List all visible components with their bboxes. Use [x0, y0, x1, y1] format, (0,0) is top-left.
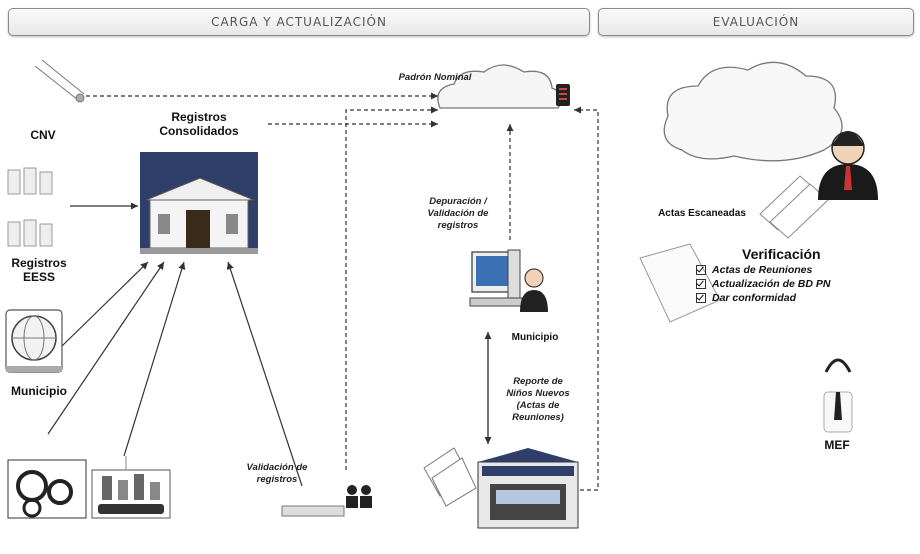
municipio-left-label: Municipio	[11, 384, 67, 398]
checklist-item-label: Actualización de BD PN	[712, 278, 831, 290]
mef-person-icon	[823, 358, 853, 433]
validacion-line2: registros	[256, 473, 298, 485]
reporte-line1: Reporte de	[513, 376, 563, 387]
checklist-item: Dar conformidad	[696, 292, 896, 304]
checkbox-checked-icon	[696, 293, 706, 303]
reporte-line3: (Actas de	[516, 399, 560, 411]
registros-consolidados-building-icon	[140, 152, 258, 254]
validacion-label: Validación de registros	[232, 462, 322, 486]
scanned-documents-icon	[759, 175, 829, 239]
header-evaluacion-text: EVALUACIÓN	[712, 15, 800, 29]
municipio-globe-icon	[5, 309, 63, 373]
cnv-antenna-icon	[34, 59, 85, 103]
reporte-line4: Reuniones)	[512, 411, 564, 423]
header-evaluacion: EVALUACIÓN	[598, 8, 914, 36]
cnv-label: CNV	[30, 128, 56, 142]
checklist-item-label: Dar conformidad	[712, 292, 797, 304]
depuracion-line2: Validación de	[427, 207, 489, 219]
juntos-logo-icon	[91, 456, 171, 519]
registros-eess-line2: EESS	[22, 270, 55, 285]
checklist-item: Actualización de BD PN	[696, 278, 896, 290]
municipio-center-label: Municipio	[511, 332, 559, 343]
padron-nominal-label: Padrón Nominal	[398, 72, 472, 83]
registros-eess-icon	[7, 167, 53, 247]
server-icon	[556, 84, 570, 106]
solid-arrows	[47, 202, 492, 487]
registros-consolidados-label: Registros Consolidados	[140, 110, 258, 139]
registros-eess-line1: Registros	[11, 256, 67, 270]
evaluation-cloud-icon	[663, 61, 843, 162]
depuracion-line3: registros	[437, 219, 479, 231]
dashed-arrows	[86, 92, 599, 491]
validacion-line1: Validación de	[246, 462, 308, 473]
header-carga-text: CARGA Y ACTUALIZACIÓN	[211, 15, 387, 29]
checklist-item-label: Actas de Reuniones	[712, 264, 813, 276]
reporte-line2: Niños Nuevos	[506, 387, 570, 399]
municipio-computer-icon	[469, 249, 523, 307]
registros-eess-label: Registros EESS	[4, 256, 74, 285]
actas-documents-icon	[423, 447, 477, 507]
evaluator-person-icon	[818, 131, 878, 200]
mef-label: MEF	[824, 438, 850, 452]
municipio-building-icon	[477, 448, 579, 529]
verificacion-title: Verificación	[742, 246, 821, 262]
registros-consolidados-line2: Consolidados	[159, 124, 239, 139]
checkbox-checked-icon	[696, 279, 706, 289]
actas-escaneadas-label: Actas Escaneadas	[658, 208, 746, 219]
header-carga: CARGA Y ACTUALIZACIÓN	[8, 8, 590, 36]
checkbox-checked-icon	[696, 265, 706, 275]
depuracion-label: Depuración / Validación de registros	[410, 196, 506, 232]
validacion-workstation-icon	[281, 485, 372, 517]
registros-consolidados-line1: Registros	[171, 110, 227, 124]
seguro-integral-logo-icon	[7, 459, 87, 519]
depuracion-line1: Depuración /	[429, 196, 487, 207]
municipio-person-icon	[520, 268, 548, 312]
checklist-item: Actas de Reuniones	[696, 264, 896, 276]
reporte-label: Reporte de Niños Nuevos (Actas de Reunio…	[498, 376, 578, 424]
verification-panel: Verificación Actas de Reuniones Actualiz…	[696, 246, 896, 306]
